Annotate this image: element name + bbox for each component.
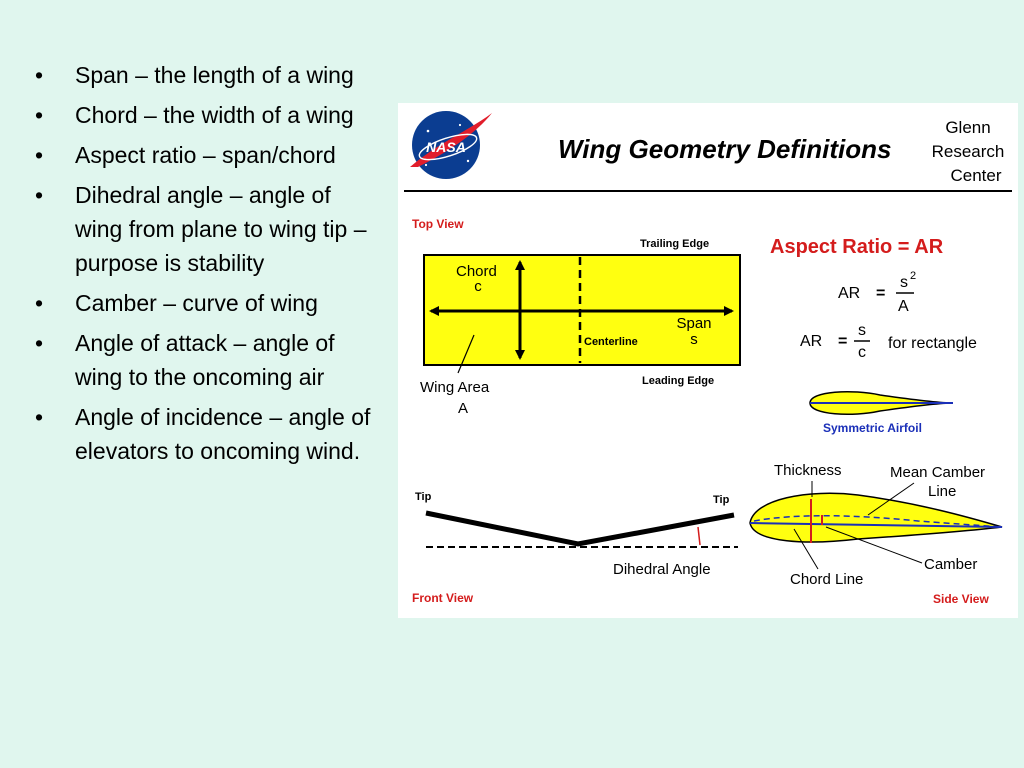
bullet-text: Dihedral angle – angle of wing from plan… — [75, 182, 367, 276]
bullet-item: • Aspect ratio – span/chord — [30, 138, 380, 172]
nasa-logo-text: NASA — [426, 139, 466, 155]
bullet-item: • Chord – the width of a wing — [30, 98, 380, 132]
bullet-item: • Angle of attack – angle of wing to the … — [30, 326, 380, 394]
org-line-2: Research — [932, 142, 1005, 161]
wing-geometry-diagram: NASA Wing Geometry Definitions Glenn Res… — [404, 111, 1012, 606]
bullet-text: Chord – the width of a wing — [75, 102, 354, 128]
chord-symbol: c — [474, 278, 482, 295]
formula1-numerator: s — [900, 274, 908, 291]
tip-left-label: Tip — [415, 491, 432, 503]
formula1-lhs: AR — [838, 285, 860, 302]
bullet-dot: • — [35, 142, 44, 168]
chord-label: Chord — [456, 263, 497, 280]
wing-area-symbol: A — [458, 400, 468, 417]
symmetric-airfoil-label: Symmetric Airfoil — [823, 421, 922, 435]
aspect-ratio-heading: Aspect Ratio = AR — [770, 236, 944, 258]
mean-camber-label-2: Line — [928, 483, 956, 500]
tip-right-label: Tip — [713, 494, 730, 506]
bullet-text: Aspect ratio – span/chord — [75, 142, 336, 168]
bullet-item: • Dihedral angle – angle of wing from pla… — [30, 178, 380, 280]
bullet-text: Angle of attack – angle of wing to the o… — [75, 330, 335, 390]
thickness-label: Thickness — [774, 462, 842, 479]
org-line-1: Glenn — [945, 118, 990, 137]
span-symbol: s — [690, 331, 698, 348]
dihedral-wing-front — [425, 510, 735, 547]
mean-camber-pointer — [867, 482, 915, 516]
chord-line-pointer — [793, 528, 819, 570]
centerline-label: Centerline — [584, 336, 638, 348]
leading-edge-label: Leading Edge — [642, 375, 714, 387]
formula1-equals: = — [876, 285, 885, 302]
bullet-dot: • — [35, 290, 44, 316]
bullet-item: • Angle of incidence – angle of elevators… — [30, 400, 380, 468]
formula1-denominator: A — [898, 298, 909, 315]
bullet-text: Span – the length of a wing — [75, 62, 354, 88]
bullet-dot: • — [35, 330, 44, 356]
bullet-list: • Span – the length of a wing • Chord – th… — [30, 58, 380, 474]
chord-line — [749, 522, 1003, 528]
formula2-denominator: c — [858, 344, 866, 361]
formula1-exponent: 2 — [910, 270, 916, 282]
bullet-dot: • — [35, 102, 44, 128]
dihedral-angle-marker — [697, 526, 701, 546]
top-view-label: Top View — [412, 217, 464, 231]
bullet-item: • Span – the length of a wing — [30, 58, 380, 92]
bullet-dot: • — [35, 404, 44, 430]
formula2-equals: = — [838, 333, 847, 350]
bullet-text: Camber – curve of wing — [75, 290, 318, 316]
chord-line-label: Chord Line — [790, 571, 863, 588]
org-line-3: Center — [950, 166, 1001, 185]
side-view-label: Side View — [933, 592, 989, 606]
trailing-edge-label: Trailing Edge — [640, 238, 709, 250]
figure-title: Wing Geometry Definitions — [558, 134, 891, 164]
bullet-dot: • — [35, 182, 44, 208]
wing-geometry-figure: NASA Wing Geometry Definitions Glenn Res… — [398, 103, 1018, 618]
camber-label: Camber — [924, 556, 977, 573]
dihedral-angle-label: Dihedral Angle — [613, 561, 711, 578]
mean-camber-label-1: Mean Camber — [890, 464, 985, 481]
bullet-text: Angle of incidence – angle of elevators … — [75, 404, 371, 464]
formula2-numerator: s — [858, 322, 866, 339]
front-view-label: Front View — [412, 591, 474, 605]
wing-area-label: Wing Area — [420, 379, 490, 396]
nasa-logo-icon: NASA — [410, 111, 492, 179]
camber-pointer — [825, 526, 923, 564]
bullet-dot: • — [35, 62, 44, 88]
for-rectangle-label: for rectangle — [888, 335, 977, 352]
formula2-lhs: AR — [800, 333, 822, 350]
wing-area-pointer — [457, 334, 475, 374]
bullet-item: • Camber – curve of wing — [30, 286, 380, 320]
span-label: Span — [676, 315, 711, 332]
